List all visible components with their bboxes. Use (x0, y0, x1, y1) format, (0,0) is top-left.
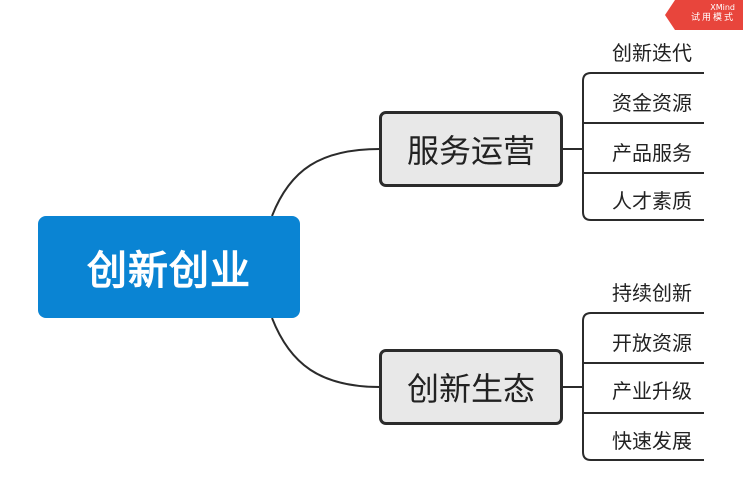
connector-branch-2-bracket (582, 312, 704, 461)
subtopic[interactable]: 人才素质 (612, 189, 692, 213)
central-topic-label: 创新创业 (87, 248, 251, 294)
connector-branch-1-bracket (582, 72, 704, 221)
subtopic[interactable]: 快速发展 (612, 429, 692, 453)
badge-brand-text: XMind (710, 3, 735, 12)
central-topic[interactable]: 创新创业 (38, 216, 300, 318)
subtopic[interactable]: 产业升级 (612, 379, 692, 403)
subtopic[interactable]: 开放资源 (612, 331, 692, 355)
subtopic[interactable]: 持续创新 (612, 281, 692, 305)
badge-mode-text: 试用模式 (690, 13, 735, 23)
main-topic-label: 创新生态 (406, 370, 535, 408)
subtopic[interactable]: 创新迭代 (612, 41, 692, 65)
trial-mode-badge: XMind 试用模式 (665, 0, 743, 30)
connector-root-to-branch-1 (271, 148, 381, 217)
subtopic[interactable]: 产品服务 (612, 141, 692, 165)
badge-background (665, 0, 743, 30)
main-topic-innovation-ecosystem[interactable]: 创新生态 (379, 349, 563, 425)
connector-root-to-branch-2 (271, 317, 381, 388)
main-topic-label: 服务运营 (406, 132, 535, 170)
main-topic-service-operations[interactable]: 服务运营 (379, 111, 563, 187)
subtopic[interactable]: 资金资源 (612, 91, 692, 115)
